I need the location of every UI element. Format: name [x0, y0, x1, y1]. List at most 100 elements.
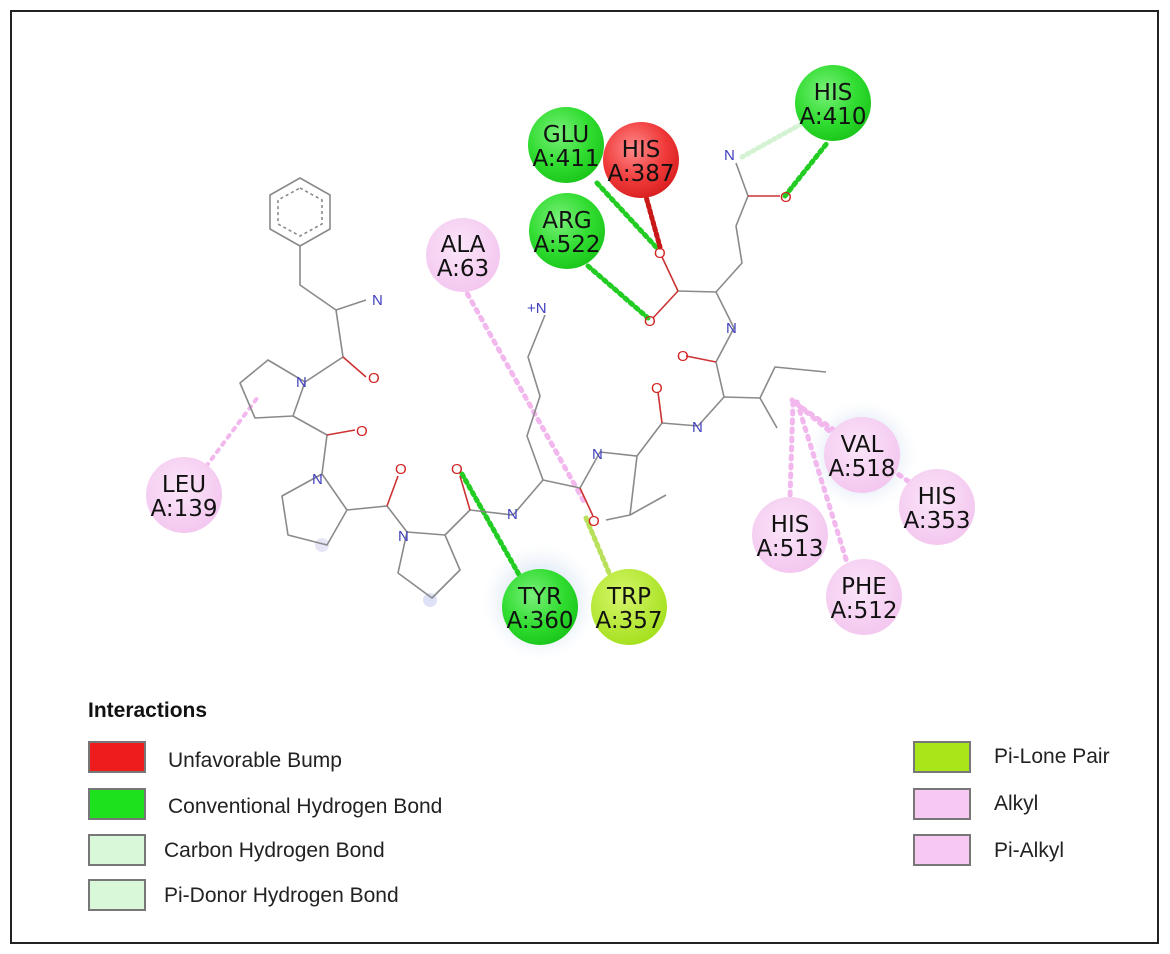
- gln-co2: [652, 290, 679, 319]
- svg-text:A:512: A:512: [831, 598, 898, 624]
- val-methyl: [605, 514, 631, 521]
- svg-text:A:387: A:387: [608, 161, 675, 187]
- svg-text:HIS: HIS: [771, 512, 810, 538]
- atom-o-gln-amide: O: [780, 189, 792, 206]
- residue-ala63: ALA A:63: [426, 218, 500, 292]
- svg-text:A:518: A:518: [829, 456, 896, 482]
- svg-text:Alkyl: Alkyl: [994, 792, 1038, 815]
- residue-his387: HIS A:387: [603, 122, 679, 198]
- legend-item-conventional-hbond: Conventional Hydrogen Bond: [88, 788, 442, 820]
- residue-his410: HIS A:410: [795, 65, 871, 141]
- atom-n-lys: N: [507, 506, 518, 523]
- legend-item-carbon-hbond: Carbon Hydrogen Bond: [88, 834, 385, 866]
- atom-o-pro3: O: [451, 461, 463, 478]
- line-his387-bump: [642, 190, 663, 250]
- proline-ring-1: [239, 359, 306, 419]
- svg-text:Pi-Alkyl: Pi-Alkyl: [994, 839, 1064, 862]
- gln-sidechain: [715, 162, 749, 293]
- atom-o-pro1: O: [356, 423, 368, 440]
- phe-to-pro1-n: [304, 356, 344, 383]
- lys-to-val: [579, 451, 638, 489]
- phe-amine-bond: [335, 299, 367, 311]
- legend-item-pi-donor-hbond: Pi-Donor Hydrogen Bond: [88, 879, 399, 911]
- atom-n-val: N: [592, 446, 603, 463]
- svg-text:A:522: A:522: [534, 232, 601, 258]
- proline-ring-3: [397, 531, 461, 599]
- residue-glu411: GLU A:411: [528, 107, 604, 183]
- lys-sidechain: [526, 314, 546, 481]
- gln-co1: [661, 256, 679, 292]
- svg-text:Pi-Lone Pair: Pi-Lone Pair: [994, 745, 1110, 768]
- val-co: [657, 391, 663, 424]
- atom-n-plus-lys: +N: [527, 300, 547, 317]
- svg-text:A:411: A:411: [533, 146, 600, 172]
- line-arg522-hbond: [585, 263, 651, 321]
- legend: Interactions Unfavorable Bump Convention…: [88, 699, 1110, 911]
- svg-text:ALA: ALA: [441, 232, 486, 258]
- line-phe512-alkyl: [794, 399, 853, 575]
- atom-n-phe: N: [372, 292, 383, 309]
- svg-text:HIS: HIS: [918, 484, 957, 510]
- atom-o-phe: O: [368, 370, 380, 387]
- svg-text:A:139: A:139: [151, 496, 218, 522]
- residue-arg522: ARG A:522: [529, 193, 605, 269]
- line-tyr360-hbond: [459, 471, 525, 583]
- ile-ethyl: [759, 366, 827, 399]
- svg-text:HIS: HIS: [622, 137, 661, 163]
- ile-co: [685, 355, 717, 363]
- svg-text:A:353: A:353: [904, 508, 971, 534]
- residue-phe512: PHE A:512: [826, 559, 902, 635]
- line-his513-alkyl: [787, 399, 796, 500]
- svg-text:A:357: A:357: [596, 608, 663, 634]
- svg-text:Unfavorable Bump: Unfavorable Bump: [168, 749, 342, 772]
- svg-text:PHE: PHE: [841, 574, 887, 600]
- pro3-co: [459, 475, 471, 511]
- lys-co: [579, 487, 594, 517]
- residue-tyr360: TYR A:360: [502, 569, 578, 645]
- residue-val518: VAL A:518: [824, 417, 900, 493]
- atom-o-lys: O: [588, 513, 600, 530]
- svg-text:VAL: VAL: [841, 432, 884, 458]
- svg-text:LEU: LEU: [162, 472, 206, 498]
- interaction-lines: [188, 115, 921, 583]
- legend-item-pi-lone-pair: Pi-Lone Pair: [913, 741, 1110, 773]
- svg-text:HIS: HIS: [814, 80, 853, 106]
- residue-leu139: LEU A:139: [146, 457, 222, 533]
- atom-labels: N O O N N O N O N O +N N O N O N O O O N: [296, 147, 792, 545]
- svg-text:A:410: A:410: [800, 104, 867, 130]
- ile-methyl: [759, 397, 778, 429]
- phe-carbonyl-co: [342, 356, 367, 378]
- residue-his513: HIS A:513: [752, 497, 828, 573]
- atom-n-pro1: N: [296, 374, 307, 391]
- svg-text:Carbon Hydrogen Bond: Carbon Hydrogen Bond: [164, 839, 385, 862]
- phe-chain: [299, 246, 344, 358]
- svg-text:Conventional Hydrogen Bond: Conventional Hydrogen Bond: [168, 795, 442, 818]
- atom-n-gln-amide: N: [724, 147, 735, 164]
- atom-o-ile: O: [677, 348, 689, 365]
- line-his410-carbon-hbond: [739, 115, 815, 160]
- atom-o-val: O: [651, 380, 663, 397]
- halo-ring-atom-2: [315, 538, 329, 552]
- line-glu411-hbond: [594, 180, 659, 250]
- atom-o-pro2: O: [395, 461, 407, 478]
- line-ala63-alkyl: [460, 283, 589, 508]
- line-trp357-pi-lone-pair: [583, 515, 615, 583]
- atom-o-gln2: O: [644, 313, 656, 330]
- svg-text:TRP: TRP: [606, 584, 651, 610]
- benzene-aromatic: [277, 187, 323, 237]
- svg-text:GLU: GLU: [543, 122, 589, 148]
- ligand-structure: [239, 162, 827, 599]
- residue-his353: HIS A:353: [899, 469, 975, 545]
- legend-item-alkyl: Alkyl: [913, 788, 1038, 820]
- svg-text:A:513: A:513: [757, 536, 824, 562]
- svg-text:ARG: ARG: [542, 208, 592, 234]
- proline-ring-2: [281, 473, 348, 546]
- line-his410-hbond: [782, 139, 831, 199]
- pro1-co: [326, 429, 356, 436]
- svg-text:A:63: A:63: [437, 256, 489, 282]
- atom-n-pro2: N: [312, 471, 323, 488]
- legend-item-unfavorable-bump: Unfavorable Bump: [88, 741, 342, 773]
- residue-trp357: TRP A:357: [591, 569, 667, 645]
